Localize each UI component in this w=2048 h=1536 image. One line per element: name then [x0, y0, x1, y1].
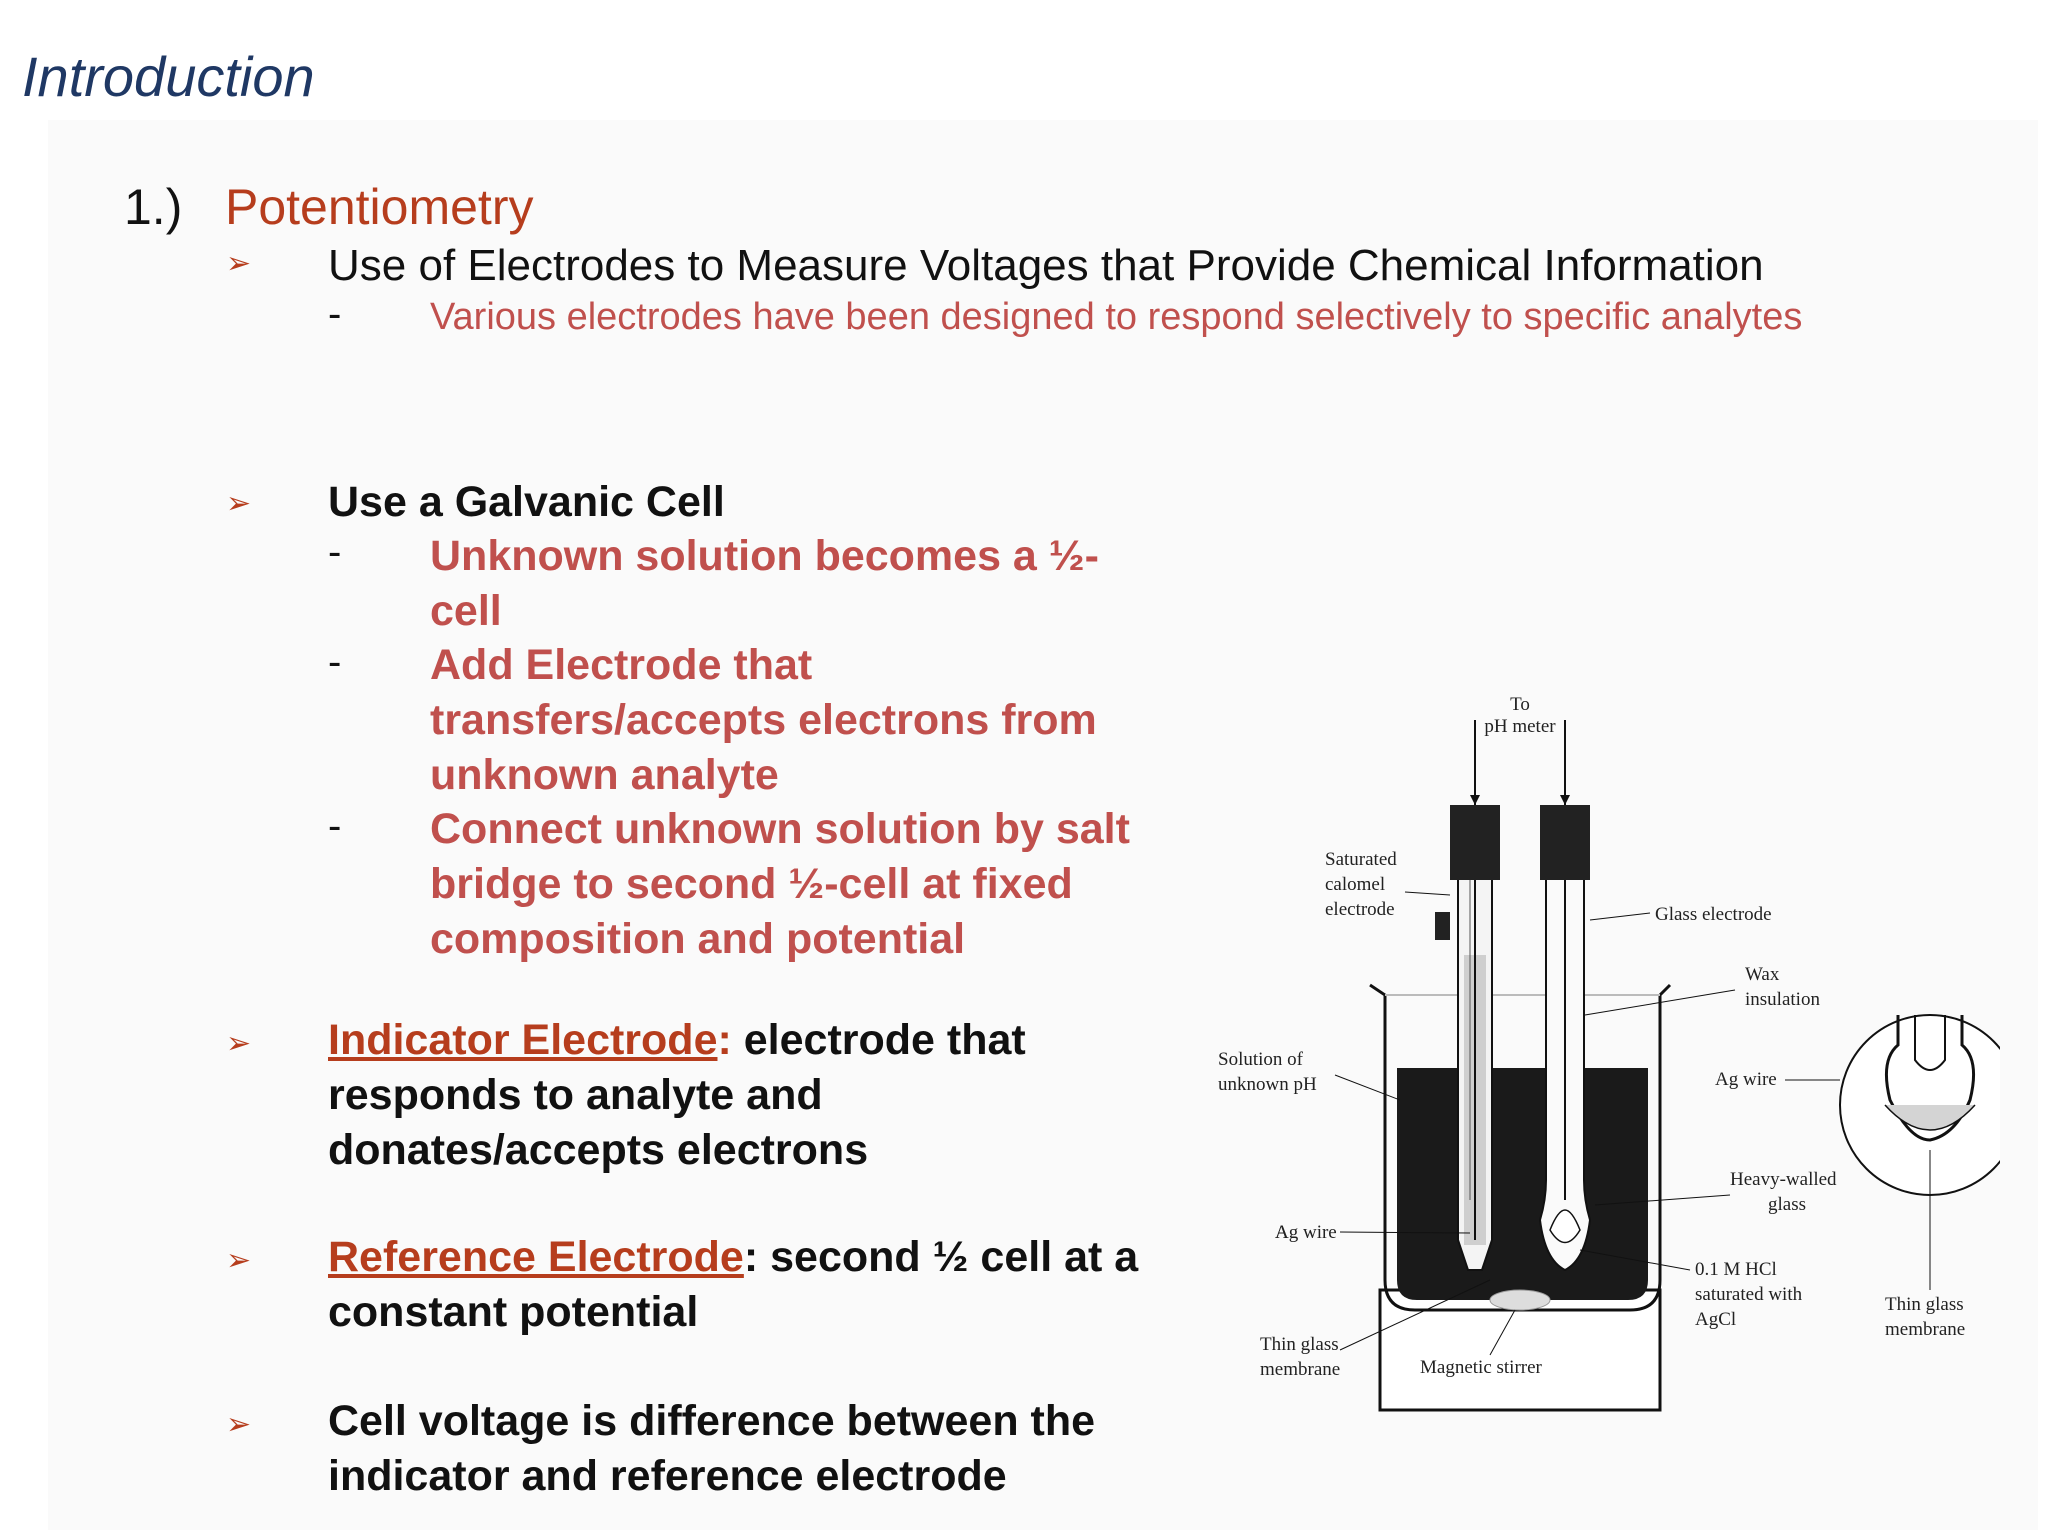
slide-title: Introduction — [22, 45, 315, 108]
bullet-2-text: Use a Galvanic Cell — [328, 478, 725, 526]
bullet-arrow-icon: ➢ — [226, 247, 252, 280]
svg-text:Ag wire: Ag wire — [1715, 1069, 1777, 1090]
bullet-arrow-icon: ➢ — [226, 1027, 252, 1060]
bullet-1-text: Use of Electrodes to Measure Voltages th… — [328, 241, 1764, 290]
beaker-solution — [1397, 1068, 1648, 1300]
svg-text:insulation: insulation — [1745, 989, 1820, 1010]
slide-background — [48, 120, 2038, 1530]
svg-text:To: To — [1510, 694, 1530, 715]
svg-text:saturated with: saturated with — [1695, 1284, 1803, 1305]
svg-text:Magnetic stirrer: Magnetic stirrer — [1420, 1357, 1543, 1378]
svg-text:membrane: membrane — [1260, 1359, 1340, 1380]
svg-text:electrode: electrode — [1325, 899, 1395, 920]
section-number: 1.) — [124, 179, 183, 235]
svg-text:unknown pH: unknown pH — [1218, 1074, 1317, 1095]
bullet-arrow-icon: ➢ — [226, 1244, 252, 1277]
glass-electrode-cap — [1540, 805, 1590, 880]
sub-dash: - — [328, 804, 342, 848]
svg-text:Heavy-walled: Heavy-walled — [1730, 1169, 1837, 1190]
bullet-2-sub-3: Connect unknown solution by salt bridge … — [430, 805, 1130, 963]
bullet-2-sub-2: Add Electrode that transfers/accepts ele… — [430, 641, 1097, 799]
svg-text:Thin glass: Thin glass — [1260, 1334, 1339, 1355]
svg-text:Saturated: Saturated — [1325, 849, 1397, 870]
sub-dash: - — [328, 640, 342, 684]
svg-text:0.1 M HCl: 0.1 M HCl — [1695, 1259, 1777, 1280]
section-title: Potentiometry — [225, 179, 534, 235]
sub-dash: - — [328, 530, 342, 574]
bullet-arrow-icon: ➢ — [226, 487, 252, 520]
indicator-electrode-term: Indicator Electrode — [328, 1016, 718, 1064]
bullet-1-sub: Various electrodes have been designed to… — [430, 296, 1803, 338]
bullet-arrow-icon: ➢ — [226, 1408, 252, 1441]
svg-text:pH meter: pH meter — [1484, 716, 1556, 737]
svg-text:Solution of: Solution of — [1218, 1049, 1304, 1070]
calomel-side-port — [1435, 912, 1450, 940]
svg-text:Wax: Wax — [1745, 964, 1780, 985]
svg-text:AgCl: AgCl — [1695, 1309, 1736, 1330]
svg-text:glass: glass — [1768, 1194, 1806, 1215]
ph-electrode-diagram: To pH meter Saturated calomel electrode … — [1218, 694, 2000, 1412]
bullet-2-sub-1: Unknown solution becomes a ½- cell — [430, 532, 1099, 635]
bullet-3-text: Indicator Electrode: electrode that resp… — [328, 1016, 1026, 1174]
reference-electrode-term: Reference Electrode — [328, 1233, 744, 1281]
calomel-electrode-cap — [1450, 805, 1500, 880]
svg-text:A: A — [1275, 1222, 1289, 1243]
svg-text:Thin glass: Thin glass — [1885, 1294, 1964, 1315]
sub-dash: - — [328, 292, 342, 336]
bullet-5-text: Cell voltage is difference between the i… — [328, 1397, 1096, 1500]
svg-text:membrane: membrane — [1885, 1319, 1965, 1340]
svg-text:calomel: calomel — [1325, 874, 1385, 895]
svg-text:Glass electrode: Glass electrode — [1655, 904, 1772, 925]
magnetic-stirrer-bar — [1489, 1289, 1551, 1311]
svg-text:Ag wire: Ag wire — [1275, 1222, 1337, 1243]
bullet-4-text: Reference Electrode: second ½ cell at a … — [328, 1233, 1139, 1336]
